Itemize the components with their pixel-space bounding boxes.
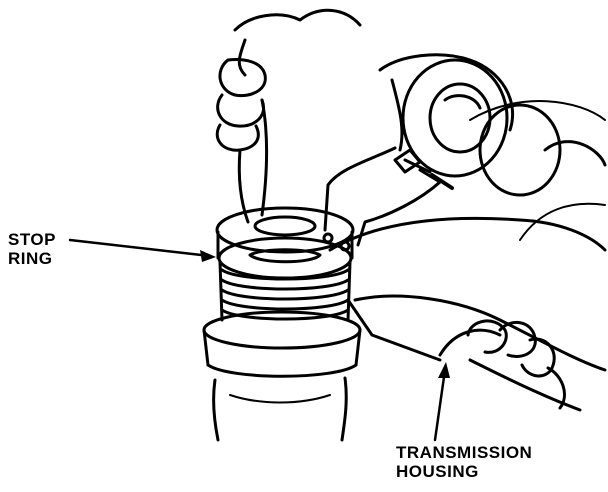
bearing-race	[218, 260, 352, 322]
pliers-icon	[323, 53, 515, 247]
hand-lower-icon	[438, 319, 582, 412]
stop-ring-arrowhead	[200, 250, 216, 262]
pulley-icon	[401, 58, 562, 197]
housing-arrow	[433, 368, 447, 442]
stop-ring-arrow	[68, 238, 212, 258]
stop-ring-callout-line1: STOP	[8, 230, 56, 249]
stop-ring-callout: STOP RING	[8, 230, 56, 268]
transmission-housing	[328, 100, 607, 372]
stop-ring	[215, 206, 355, 280]
transmission-housing-callout: TRANSMISSION HOUSING	[396, 443, 533, 481]
transmission-housing-callout-line1: TRANSMISSION	[396, 443, 533, 462]
shaft-assembly	[202, 310, 362, 442]
transmission-housing-callout-line2: HOUSING	[396, 461, 479, 481]
housing-arrowhead	[438, 362, 450, 378]
stop-ring-callout-line2: RING	[8, 248, 53, 268]
hand-upper-icon	[215, 8, 362, 224]
